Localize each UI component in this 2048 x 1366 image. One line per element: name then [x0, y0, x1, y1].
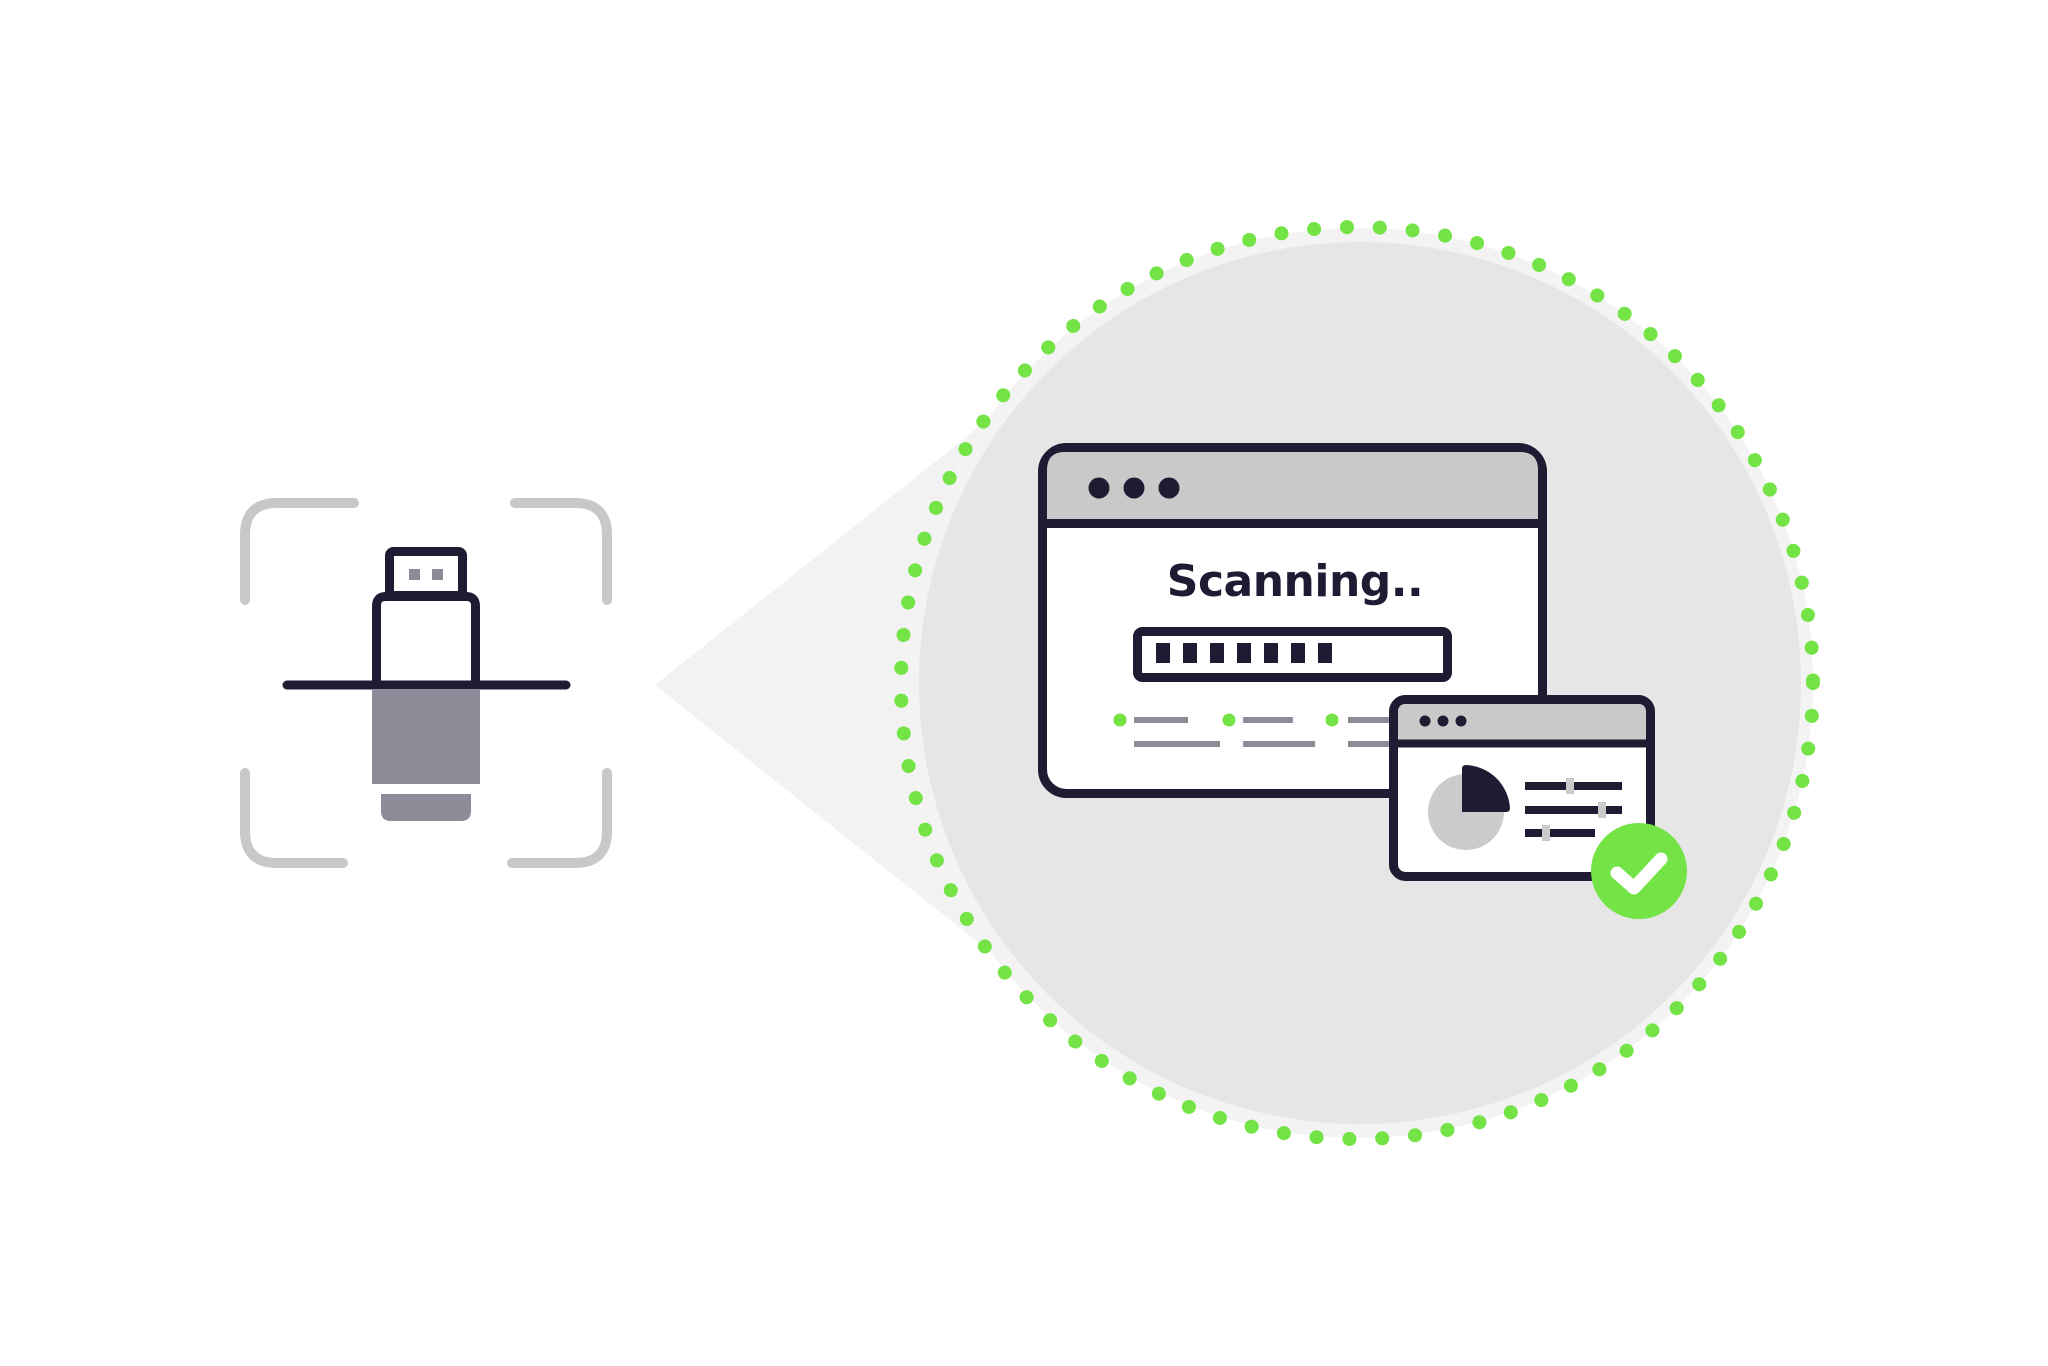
progress-block	[1264, 643, 1278, 663]
bracket-top-right	[510, 498, 612, 605]
result-window	[1389, 695, 1655, 881]
usb-contact-right	[432, 569, 443, 580]
pie-quarter-segment	[1462, 765, 1510, 812]
window-dot-3	[1158, 477, 1180, 499]
status-dot-green	[1325, 713, 1339, 727]
window-dot-1	[1088, 477, 1110, 499]
window-dot-3	[1455, 715, 1467, 727]
result-row-1	[1113, 713, 1220, 747]
status-dot-green	[1113, 713, 1127, 727]
slider-track	[1525, 806, 1622, 814]
bracket-bottom-left	[240, 768, 348, 868]
window-dot-2	[1437, 715, 1449, 727]
slider-controls	[1525, 778, 1622, 841]
result-window-titlebar	[1398, 704, 1646, 743]
usb-connector	[385, 547, 467, 600]
result-row-3	[1325, 713, 1398, 747]
scanning-status-text: Scanning..	[1167, 556, 1423, 607]
text-line-long	[1243, 741, 1315, 747]
progress-bar-fill	[1156, 643, 1332, 663]
progress-block	[1318, 643, 1332, 663]
slider-thumb	[1542, 825, 1550, 841]
slider-thumb	[1566, 778, 1574, 794]
check-mark	[1610, 852, 1668, 895]
text-line-short	[1134, 717, 1188, 723]
window-control-dots	[1088, 477, 1180, 499]
bracket-bottom-right	[507, 768, 612, 868]
progress-block	[1291, 643, 1305, 663]
usb-body-outline	[372, 592, 480, 688]
usb-scanner-icon	[240, 498, 612, 868]
text-line-long	[1134, 741, 1220, 747]
check-badge	[1591, 823, 1687, 919]
window-dot-2	[1123, 477, 1145, 499]
scan-frame-brackets	[240, 498, 612, 868]
usb-cap	[381, 794, 471, 821]
progress-block	[1156, 643, 1170, 663]
result-window-dots	[1419, 715, 1467, 727]
progress-block	[1183, 643, 1197, 663]
slider-thumb	[1598, 802, 1606, 818]
scan-window-titlebar	[1047, 452, 1538, 523]
text-line-long	[1348, 741, 1398, 747]
dotted-ring	[894, 220, 1820, 1146]
status-dot-green	[1222, 713, 1236, 727]
window-dot-1	[1419, 715, 1431, 727]
slider-track	[1525, 829, 1595, 837]
usb-body-scanned	[372, 690, 480, 784]
magnifier-cone	[655, 410, 1000, 960]
usb-contact-left	[409, 569, 420, 580]
progress-block	[1210, 643, 1224, 663]
text-line-short	[1348, 717, 1398, 723]
text-line-short	[1243, 717, 1293, 723]
pie-chart-icon	[1428, 765, 1510, 850]
result-row-2	[1222, 713, 1315, 747]
bracket-top-left	[240, 498, 359, 605]
progress-block	[1237, 643, 1251, 663]
check-circle-icon	[1591, 823, 1687, 919]
